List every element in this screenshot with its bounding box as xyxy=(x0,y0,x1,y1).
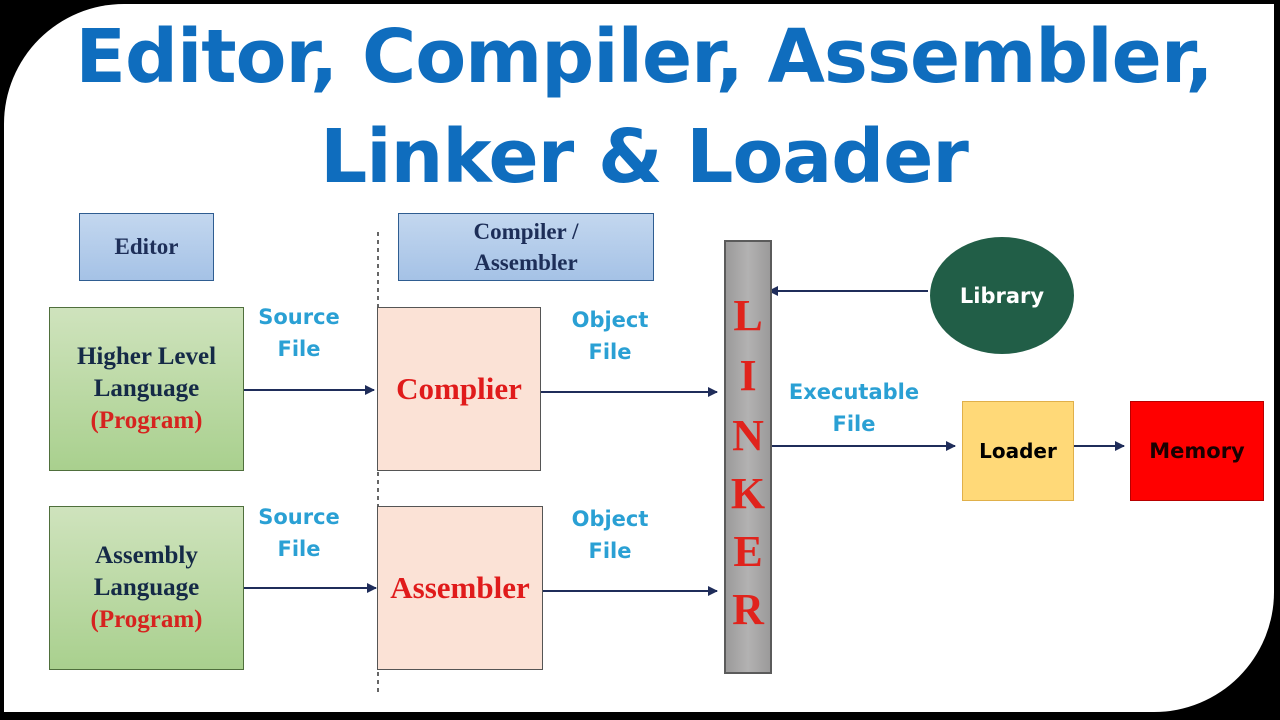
editor-header: Editor xyxy=(79,213,214,281)
compiler-box: Complier xyxy=(377,307,541,471)
executable-file-label: Executable File xyxy=(779,376,929,440)
library-node: Library xyxy=(930,237,1074,354)
object-file-label-top: Object File xyxy=(555,304,665,368)
assembler-box: Assembler xyxy=(377,506,543,670)
linker-bar: L I N K E R xyxy=(724,240,772,674)
linker-letter-i: I xyxy=(739,351,757,400)
asm-line-3: (Program) xyxy=(90,606,203,633)
linker-letter-k: K xyxy=(730,469,766,518)
assembler-label: Assembler xyxy=(390,570,530,605)
source-file-label-top: Source File xyxy=(244,301,354,365)
source-file-label-bottom: Source File xyxy=(244,501,354,565)
linker-letter-n: N xyxy=(732,411,764,460)
library-label: Library xyxy=(959,283,1045,308)
memory-label: Memory xyxy=(1149,439,1245,463)
executable-line-1: Executable xyxy=(788,380,920,404)
executable-line-2: File xyxy=(832,412,876,436)
asm-line-1: Assembly xyxy=(95,542,198,569)
source-top-line-2: File xyxy=(277,337,321,361)
title-line-2: Linker & Loader xyxy=(320,114,969,200)
assembly-language-box: Assembly Language (Program) xyxy=(49,506,244,670)
source-bottom-line-2: File xyxy=(277,537,321,561)
memory-box: Memory xyxy=(1130,401,1264,501)
loader-box: Loader xyxy=(962,401,1074,501)
source-bottom-line-1: Source xyxy=(258,505,340,529)
object-top-line-2: File xyxy=(588,340,632,364)
object-bottom-line-1: Object xyxy=(571,507,649,531)
compiler-assembler-header: Compiler / Assembler xyxy=(398,213,654,281)
title-line-1: Editor, Compiler, Assembler, xyxy=(75,14,1213,100)
linker-letter-l: L xyxy=(733,291,763,340)
hll-line-2: Language xyxy=(93,375,200,402)
hll-line-1: Higher Level xyxy=(76,343,217,370)
object-file-label-bottom: Object File xyxy=(555,503,665,567)
source-top-line-1: Source xyxy=(258,305,340,329)
editor-header-label: Editor xyxy=(114,234,179,259)
higher-level-language-box: Higher Level Language (Program) xyxy=(49,307,244,471)
slide: Editor, Compiler, Assembler, Linker & Lo… xyxy=(4,4,1274,712)
object-top-line-1: Object xyxy=(571,308,649,332)
asm-line-2: Language xyxy=(93,574,200,601)
compiler-header-line-2: Assembler xyxy=(474,250,578,275)
object-bottom-line-2: File xyxy=(588,539,632,563)
linker-letter-r: R xyxy=(732,585,764,634)
linker-letter-e: E xyxy=(733,527,763,576)
loader-label: Loader xyxy=(979,439,1057,463)
compiler-label: Complier xyxy=(396,371,522,406)
hll-line-3: (Program) xyxy=(90,407,203,434)
compiler-header-line-1: Compiler / xyxy=(473,219,579,244)
